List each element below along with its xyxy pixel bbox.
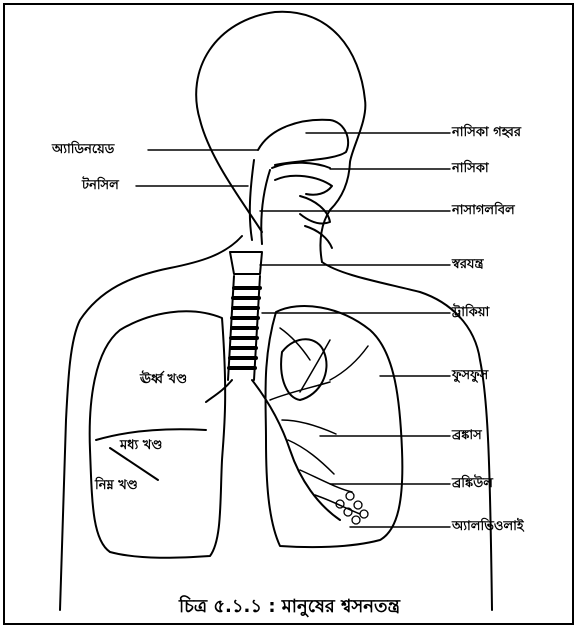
label-tonsil: টনসিল bbox=[82, 178, 119, 194]
bronchioles bbox=[270, 328, 368, 514]
label-lower-lobe: নিম্ন খণ্ড bbox=[95, 478, 138, 494]
left-lung bbox=[90, 311, 225, 557]
mouth bbox=[305, 226, 332, 248]
label-lungs: ফুসফুস bbox=[452, 368, 488, 384]
label-nasal-cavity: নাসিকা গহ্বর bbox=[452, 125, 521, 141]
label-upper-lobe: ঊর্ধ্ব খণ্ড bbox=[140, 372, 187, 388]
label-middle-lobe: মধ্য খণ্ড bbox=[120, 438, 162, 454]
trachea-rings bbox=[229, 288, 260, 368]
label-larynx: স্বরযন্ত্র bbox=[452, 257, 484, 273]
throat-outline bbox=[250, 160, 270, 244]
bronchus-left bbox=[206, 380, 232, 402]
right-lung bbox=[265, 306, 402, 547]
head-outline bbox=[196, 12, 365, 262]
label-trachea: ট্রাকিয়া bbox=[452, 305, 489, 321]
label-nose: নাসিকা bbox=[452, 161, 489, 177]
figure-caption: চিত্র ৫.১.১ : মানুষের শ্বসনতন্ত্র bbox=[0, 592, 579, 623]
label-adenoid: অ্যাডিনয়েড bbox=[52, 142, 114, 158]
heart bbox=[281, 339, 326, 400]
label-nasopharynx: নাসাগলবিল bbox=[452, 203, 515, 219]
left-shoulder bbox=[60, 236, 242, 610]
label-alveoli: অ্যালভিওলাই bbox=[452, 519, 524, 535]
nasal-cavity-outline bbox=[258, 120, 348, 165]
label-bronchiole: ব্রঙ্কিউল bbox=[452, 476, 493, 492]
label-bronchus: ব্রঙ্কাস bbox=[452, 428, 482, 444]
larynx-shape bbox=[230, 252, 262, 274]
nose-turbinates bbox=[272, 163, 332, 224]
alveoli-clusters bbox=[336, 492, 368, 524]
